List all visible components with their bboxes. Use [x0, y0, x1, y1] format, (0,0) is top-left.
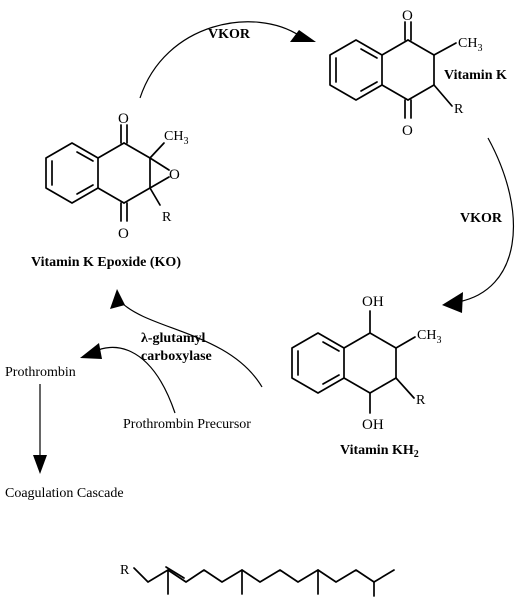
vitamin-k-epoxide-structure	[45, 124, 170, 222]
vkor-right-arrow	[442, 137, 514, 313]
vkor-right-label: VKOR	[460, 211, 503, 226]
kh2-bottom-hydroxyl: OH	[362, 417, 384, 433]
coagulation-arrow	[33, 384, 47, 474]
isoprenoid-side-chain	[133, 566, 395, 597]
side-chain-r-group: R	[120, 563, 130, 578]
vkor-top-label: VKOR	[208, 27, 251, 42]
vkor-top-arrow	[139, 21, 316, 99]
prothrombin-label: Prothrombin	[5, 365, 76, 380]
carboxylase-arrow	[80, 289, 263, 414]
epoxide-ring-oxygen: O	[169, 167, 180, 183]
vitamin-k-bottom-oxygen: O	[402, 123, 413, 139]
kh2-r-group: R	[416, 393, 426, 408]
vitamin-k-methyl: CH3	[458, 36, 482, 54]
vitamin-kh2-label: Vitamin KH2	[340, 443, 419, 460]
vitamin-k-top-oxygen: O	[402, 8, 413, 24]
epoxide-top-oxygen: O	[118, 111, 129, 127]
epoxide-methyl: CH3	[164, 129, 188, 147]
epoxide-bottom-oxygen: O	[118, 226, 129, 242]
vitamin-k-epoxide-label: Vitamin K Epoxide (KO)	[31, 255, 181, 270]
carboxylase-label-line2: carboxylase	[141, 349, 212, 364]
vitamin-k-r-group: R	[454, 102, 464, 117]
coagulation-cascade-label: Coagulation Cascade	[5, 486, 124, 501]
kh2-methyl: CH3	[417, 328, 441, 346]
carboxylase-label-line1: λ-glutamyl	[141, 331, 206, 346]
vitamin-kh2-structure	[291, 310, 416, 414]
prothrombin-precursor-label: Prothrombin Precursor	[123, 417, 251, 432]
vitamin-k-structure	[329, 21, 457, 119]
kh2-top-hydroxyl: OH	[362, 294, 384, 310]
epoxide-r-group: R	[162, 210, 172, 225]
vitamin-k-label: Vitamin K	[444, 68, 507, 83]
